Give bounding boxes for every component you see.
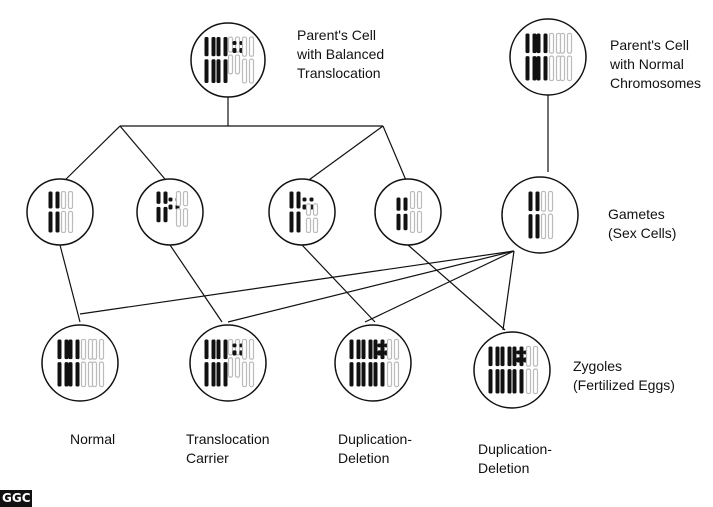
gamete-cell-3-membrane <box>268 178 336 246</box>
zygote-cell-normal-chrom-b2 <box>91 338 105 388</box>
zygote-cell-dupdel-2-chrom-b2 <box>525 345 539 395</box>
parent-cell-normal-chrom-a1 <box>525 33 537 81</box>
gamete-cell-1-membrane <box>26 178 94 246</box>
label-outcome-dupdel-2: Duplication- Deletion <box>478 441 552 476</box>
zygote-cell-normal-chrom-a1 <box>57 339 69 387</box>
zygote-cell-dupdel-1-chrom-s1 <box>377 343 389 356</box>
gamete-cell-3 <box>268 178 336 246</box>
parent-cell-normal-chrom-b2 <box>559 32 573 82</box>
connector-line-4 <box>301 125 384 186</box>
gamete-cell-3-chrom-b <box>305 203 319 234</box>
gamete-cell-3-chrom-a <box>289 191 301 233</box>
gamete-cell-2-chrom-b <box>175 190 189 227</box>
zygote-cell-dupdel-1-chrom-a1 <box>349 339 361 387</box>
ggc-logo: GGC <box>0 490 32 507</box>
cells <box>26 18 587 409</box>
gamete-cell-normal-chrom-b <box>540 190 554 240</box>
parent-cell-balanced-chrom-b2 <box>241 36 255 84</box>
zygote-cell-dupdel-1 <box>334 324 412 402</box>
connector-line-13 <box>364 250 515 323</box>
gamete-cell-2-membrane <box>136 178 204 246</box>
zygote-cell-carrier-chrom-b1 <box>227 338 241 378</box>
zygote-cell-dupdel-1-chrom-a2 <box>361 339 373 387</box>
zygote-cell-dupdel-2-chrom-b1 <box>512 346 524 394</box>
parent-cell-normal <box>509 18 587 96</box>
zygote-cell-dupdel-2-chrom-a1 <box>488 346 500 394</box>
connector-line-3 <box>119 125 171 186</box>
gamete-cell-2 <box>136 178 204 246</box>
gamete-cell-normal <box>501 176 579 254</box>
label-zygotes: Zygoles (Fertilized Eggs) <box>573 358 675 393</box>
gamete-cell-1 <box>26 178 94 246</box>
label-outcome-normal: Normal <box>70 431 116 447</box>
label-parent-normal: Parent's Cell with Normal Chromosomes <box>610 37 702 91</box>
zygote-cell-carrier <box>189 324 267 402</box>
parent-cell-balanced-chrom-a2 <box>216 37 228 83</box>
connector-line-9 <box>301 244 376 323</box>
parent-cell-balanced-chrom-a1 <box>204 37 216 83</box>
parent-cell-balanced-chrom-b1 <box>227 36 241 75</box>
zygote-cell-carrier-chrom-a1 <box>204 339 216 387</box>
connector-line-2 <box>59 125 121 186</box>
zygote-cell-dupdel-2-membrane <box>473 331 551 409</box>
zygote-cell-normal-chrom-b1 <box>80 338 94 388</box>
zygote-cell-dupdel-1-chrom-b1 <box>373 339 385 387</box>
zygote-cell-normal-chrom-a2 <box>68 339 80 387</box>
label-parent-balanced: Parent's Cell with Balanced Translocatio… <box>297 27 385 81</box>
connector-line-12 <box>227 250 515 323</box>
parent-cell-normal-membrane <box>509 18 587 96</box>
zygote-cell-dupdel-2-chrom-a2 <box>500 346 512 394</box>
connector-line-8 <box>169 244 223 323</box>
gamete-cell-normal-membrane <box>501 176 579 254</box>
zygote-cell-carrier-chrom-a2 <box>216 339 228 387</box>
zygote-cell-normal <box>41 324 119 402</box>
label-outcome-carrier: Translocation Carrier <box>186 431 270 466</box>
gamete-cell-1-chrom-b <box>60 190 74 234</box>
zygote-cell-dupdel-2 <box>473 331 551 409</box>
gamete-cell-normal-chrom-a <box>528 191 540 239</box>
zygote-cell-dupdel-1-chrom-b2 <box>386 338 400 388</box>
connector-line-14 <box>502 250 515 331</box>
gamete-cell-4-membrane <box>374 178 442 246</box>
label-outcome-dupdel-1: Duplication- Deletion <box>338 431 412 466</box>
connector-lines <box>59 95 549 331</box>
connector-line-10 <box>407 244 506 331</box>
connector-line-5 <box>382 125 409 186</box>
zygote-cell-normal-membrane <box>41 324 119 402</box>
label-gametes: Gametes (Sex Cells) <box>608 206 677 241</box>
connector-line-11 <box>79 250 515 315</box>
gamete-cell-4 <box>374 178 442 246</box>
gamete-cell-2-chrom-a <box>156 191 168 223</box>
gamete-cell-1-chrom-a <box>48 191 60 233</box>
parent-cell-normal-chrom-a2 <box>536 33 548 81</box>
parent-cell-balanced <box>190 22 266 98</box>
parent-cell-normal-chrom-b1 <box>548 32 562 82</box>
zygote-cell-dupdel-1-membrane <box>334 324 412 402</box>
gamete-cell-4-chrom-a <box>396 197 408 231</box>
zygote-cell-carrier-chrom-b2 <box>241 338 255 388</box>
gamete-cell-4-chrom-b <box>409 190 423 234</box>
connector-line-7 <box>59 244 81 323</box>
